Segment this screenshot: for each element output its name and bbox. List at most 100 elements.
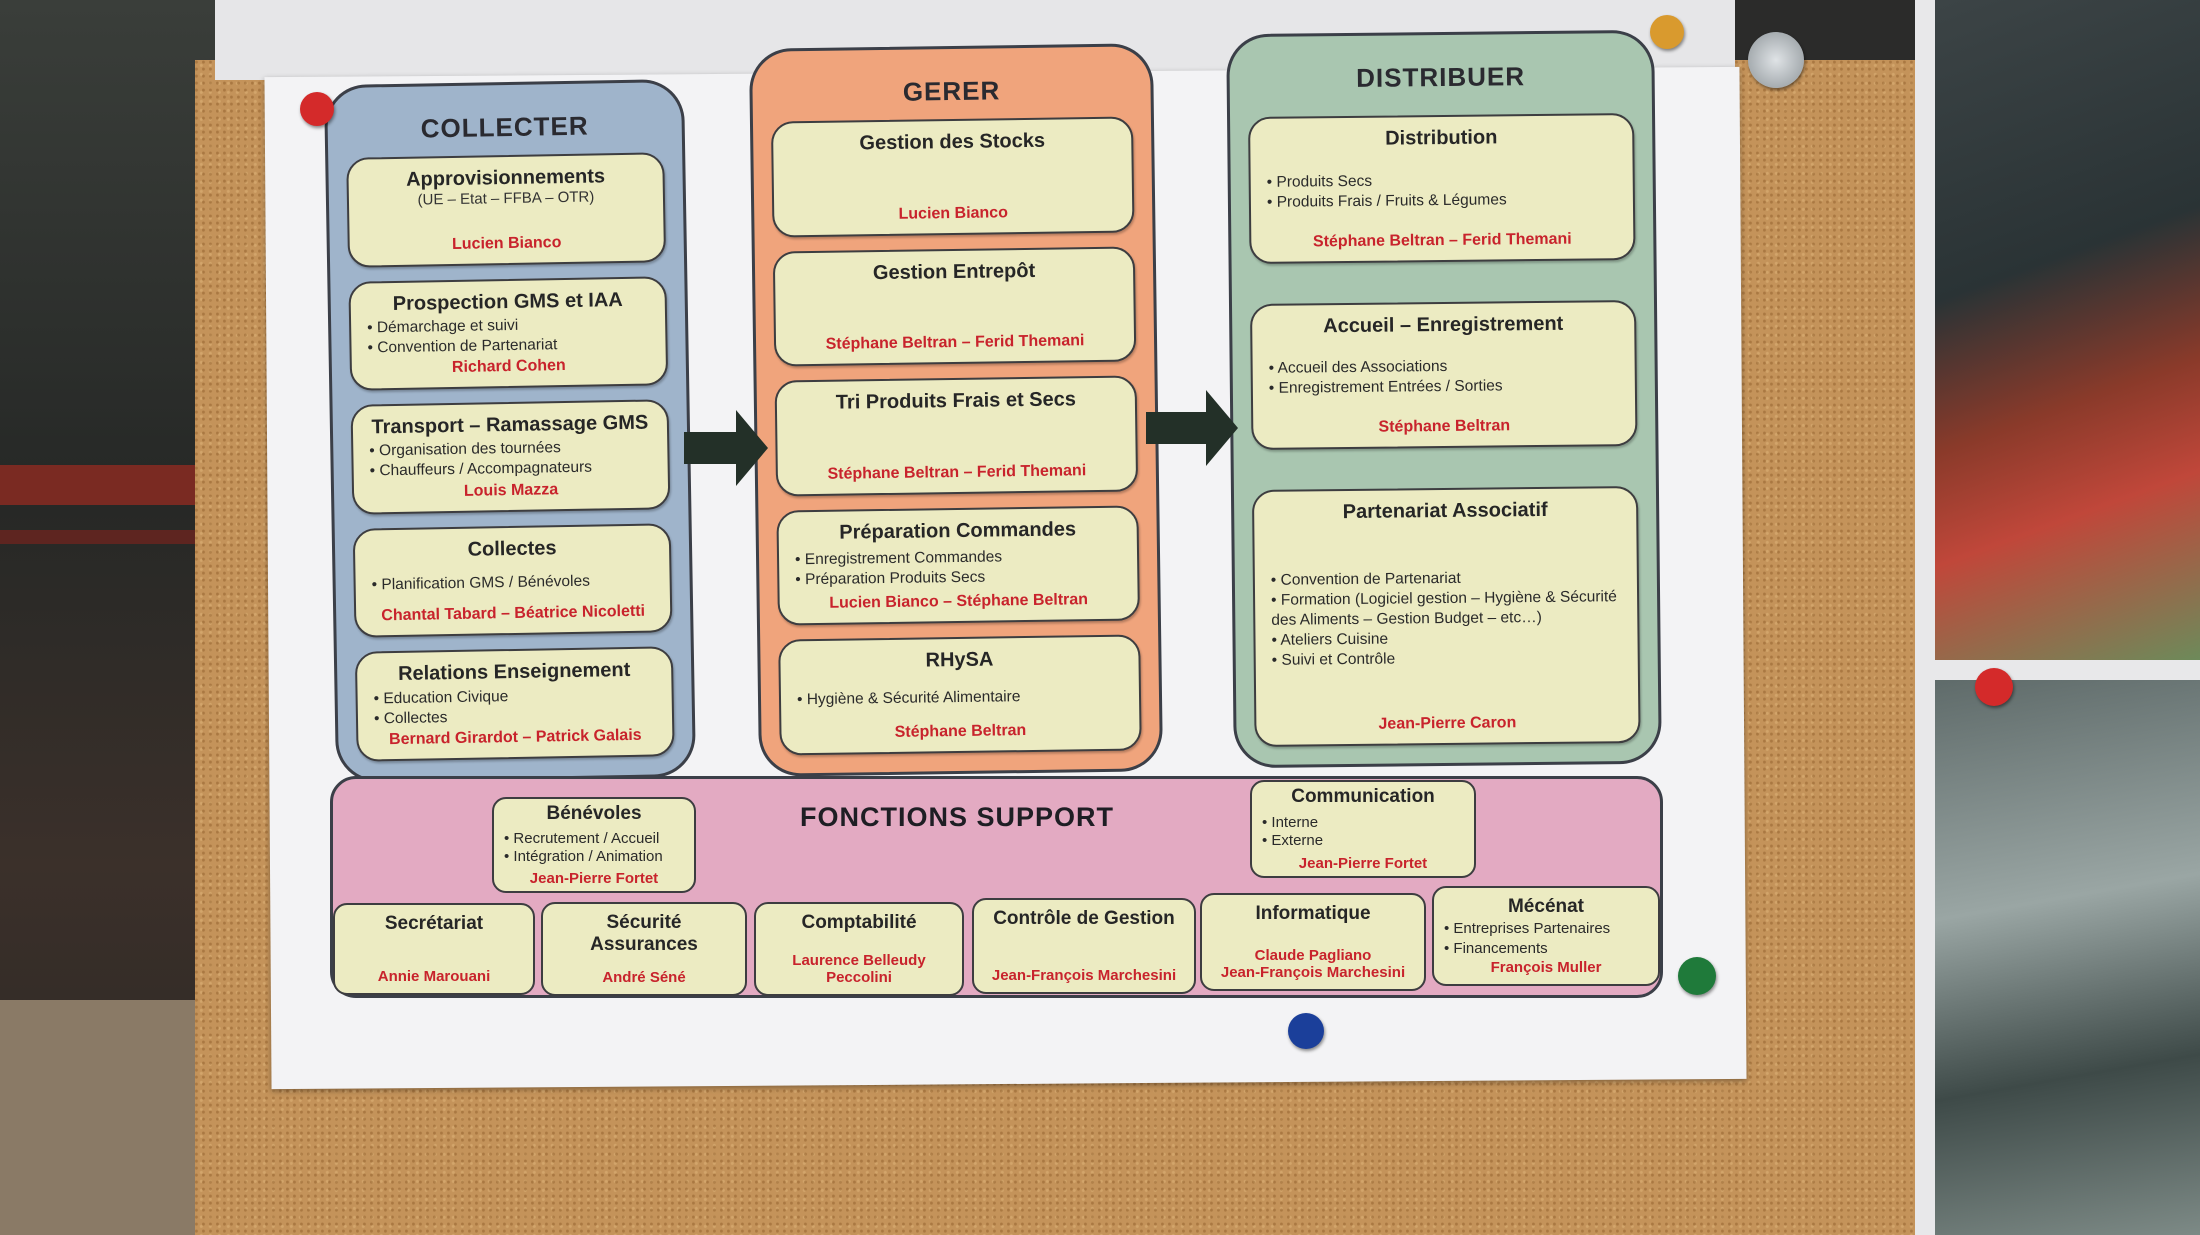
bullet-item: Planification GMS / Bénévoles	[371, 571, 653, 596]
org-box: Transport – Ramassage GMSOrganisation de…	[350, 399, 671, 515]
org-box: CommunicationInterneExterneJean-Pierre F…	[1250, 780, 1476, 878]
responsible-people: André Séné	[602, 969, 686, 986]
bullet-list: Recrutement / AccueilIntégration / Anima…	[504, 830, 684, 865]
bullet-item: Collectes	[374, 704, 656, 729]
responsible-people: Louis Mazza	[463, 480, 559, 500]
org-box: Accueil – EnregistrementAccueil des Asso…	[1249, 299, 1638, 451]
red-pushpin	[1975, 668, 2013, 706]
box-title: Collectes	[467, 536, 557, 561]
bullet-item: Convention de Partenariat	[367, 333, 649, 358]
box-title: Tri Produits Frais et Secs	[835, 388, 1077, 414]
box-header: Collectes	[371, 535, 653, 563]
box-header: Informatique	[1212, 903, 1414, 925]
box-title: Accueil – Enregistrement	[1323, 312, 1564, 337]
box-header: Transport – Ramassage GMS	[369, 412, 651, 440]
bullet-list: Produits SecsProduits Frais / Fruits & L…	[1267, 169, 1617, 213]
org-box: DistributionProduits SecsProduits Frais …	[1248, 112, 1636, 264]
box-header: Relations Enseignement	[373, 659, 655, 687]
box-title: Informatique	[1255, 903, 1371, 924]
box-header: Gestion des Stocks	[789, 129, 1115, 157]
bullet-list: InterneExterne	[1262, 814, 1464, 849]
bullet-item: Externe	[1262, 832, 1464, 849]
org-box: Approvisionnements(UE – Etat – FFBA – OT…	[346, 152, 667, 268]
bullet-item: Préparation Produits Secs	[795, 566, 1121, 591]
bullet-list: Accueil des AssociationsEnregistrement E…	[1269, 355, 1619, 399]
box-title: Gestion des Stocks	[859, 129, 1046, 155]
box-header: Bénévoles	[504, 803, 684, 825]
box-header: Mécénat	[1444, 896, 1648, 918]
org-box: Prospection GMS et IAADémarchage et suiv…	[348, 275, 669, 391]
silver-pushpin	[1748, 32, 1804, 88]
org-box: Relations EnseignementEducation CiviqueC…	[354, 646, 675, 762]
box-title: Distribution	[1385, 126, 1498, 150]
bullet-item: Formation (Logiciel gestion – Hygiène & …	[1271, 587, 1621, 631]
responsible-people: Claude Pagliano Jean-François Marchesini	[1220, 947, 1406, 981]
box-header: Partenariat Associatif	[1270, 498, 1620, 525]
box-title: Transport – Ramassage GMS	[371, 411, 649, 439]
responsible-people: Jean-François Marchesini	[991, 967, 1177, 984]
box-title: Prospection GMS et IAA	[392, 288, 623, 315]
bullet-item: Recrutement / Accueil	[504, 830, 684, 847]
blue-pushpin	[1288, 1013, 1324, 1049]
bullet-list: Education CiviqueCollectes	[373, 684, 656, 729]
responsible-people: Annie Marouani	[377, 968, 491, 985]
arrow-right-icon	[1146, 390, 1238, 466]
box-header: Contrôle de Gestion	[984, 908, 1184, 930]
bullet-list: Enregistrement CommandesPréparation Prod…	[795, 546, 1122, 591]
responsible-people: Stéphane Beltran – Ferid Themani	[825, 332, 1085, 353]
warehouse-photo-forklift	[1935, 0, 2200, 660]
box-header: Préparation Commandes	[795, 517, 1121, 545]
responsible-people: Stéphane Beltran	[1378, 417, 1511, 436]
red-pushpin	[300, 92, 334, 126]
box-header: Sécurité Assurances	[553, 912, 735, 956]
box-title: Gestion Entrepôt	[872, 259, 1036, 284]
responsible-people: Stéphane Beltran – Ferid Themani	[1312, 230, 1572, 250]
responsible-people: Laurence Belleudy Peccolini	[792, 952, 926, 986]
column-title: DISTRIBUER	[1356, 61, 1526, 93]
box-header: RHySA	[796, 647, 1122, 675]
box-header: Secrétariat	[345, 913, 523, 935]
responsible-people: Jean-Pierre Fortet	[529, 870, 659, 887]
box-header: Communication	[1262, 786, 1464, 808]
box-header: Prospection GMS et IAA	[367, 288, 649, 316]
responsible-people: François Muller	[1490, 959, 1602, 976]
bullet-item: Hygiène & Sécurité Alimentaire	[797, 685, 1123, 710]
bullet-list: Organisation des tournéesChauffeurs / Ac…	[369, 437, 652, 482]
bullet-item: Chauffeurs / Accompagnateurs	[370, 457, 652, 482]
warehouse-shelf	[0, 465, 215, 505]
box-title: RHySA	[925, 648, 994, 672]
warehouse-boxes	[0, 1000, 220, 1235]
box-header: Distribution	[1266, 125, 1616, 152]
box-title: Secrétariat	[384, 913, 484, 934]
org-box: Partenariat AssociatifConvention de Part…	[1251, 486, 1641, 748]
box-header: Accueil – Enregistrement	[1268, 312, 1618, 339]
box-title: Préparation Commandes	[839, 518, 1077, 544]
support-title: FONCTIONS SUPPORT	[800, 802, 1115, 832]
bullet-item: Financements	[1444, 939, 1648, 959]
org-box: RHySAHygiène & Sécurité AlimentaireStéph…	[778, 634, 1142, 756]
bullet-list: Planification GMS / Bénévoles	[371, 571, 653, 596]
bullet-list: Hygiène & Sécurité Alimentaire	[797, 685, 1123, 710]
column-title: GERER	[902, 75, 1001, 107]
responsible-people: Chantal Tabard – Béatrice Nicoletti	[381, 603, 646, 625]
box-list: Approvisionnements(UE – Etat – FFBA – OT…	[346, 152, 675, 762]
column-distribuer: DISTRIBUER DistributionProduits SecsProdu…	[1226, 29, 1662, 769]
warehouse-shelf	[0, 530, 215, 544]
bullet-item: Intégration / Animation	[504, 848, 684, 865]
org-box: BénévolesRecrutement / AccueilIntégratio…	[492, 797, 696, 893]
warehouse-photo-shelves	[1935, 680, 2200, 1235]
org-box: CollectesPlanification GMS / BénévolesCh…	[352, 522, 673, 639]
bullet-item: Suivi et Contrôle	[1272, 647, 1622, 671]
responsible-people: Lucien Bianco – Stéphane Beltran	[829, 591, 1089, 613]
box-title: Sécurité Assurances	[590, 912, 698, 955]
bullet-item: Interne	[1262, 814, 1464, 831]
